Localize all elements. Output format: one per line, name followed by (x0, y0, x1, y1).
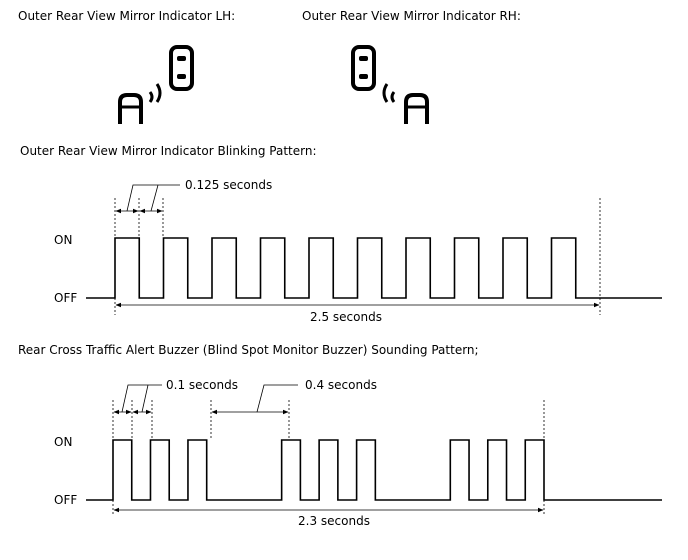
buzzer-waveform (86, 439, 662, 501)
rh-vehicle-icon (351, 45, 376, 91)
blink-pattern-title: Outer Rear View Mirror Indicator Blinkin… (20, 144, 317, 158)
blink-off-label: OFF (54, 291, 77, 305)
lh-mirror-indicator-icon (118, 45, 194, 124)
blink-waveform (86, 237, 662, 299)
buzzer-pattern-title: Rear Cross Traffic Alert Buzzer (Blind S… (18, 343, 479, 357)
buzzer-pulse-leader (121, 384, 162, 413)
rh-signal-waves-icon (382, 83, 396, 103)
buzzer-pulse-duration-label: 0.1 seconds (166, 378, 238, 392)
blink-pulse-duration-label: 0.125 seconds (185, 178, 272, 192)
blink-timing-chart: ON OFF 0.125 seconds 2.5 seconds (54, 178, 662, 324)
rh-small-car-icon (404, 93, 429, 124)
rh-indicator-label: Outer Rear View Mirror Indicator RH: (302, 9, 521, 23)
buzzer-total-duration-label: 2.3 seconds (298, 514, 370, 528)
rh-mirror-indicator-icon (351, 45, 429, 124)
blink-on-label: ON (54, 233, 72, 247)
buzzer-off-label: OFF (54, 493, 77, 507)
lh-signal-waves-icon (148, 83, 162, 103)
buzzer-gap-leader (256, 384, 298, 413)
buzzer-timing-chart: ON OFF 0.1 seconds 0.4 seconds 2.3 secon… (54, 378, 662, 528)
lh-small-car-icon (118, 93, 143, 124)
buzzer-pulse-leader-2 (141, 384, 149, 413)
lh-indicator-label: Outer Rear View Mirror Indicator LH: (18, 9, 235, 23)
blink-pulse-leader-2 (150, 184, 159, 212)
blink-pulse-leader (126, 184, 180, 212)
buzzer-on-label: ON (54, 435, 72, 449)
blink-total-duration-label: 2.5 seconds (310, 310, 382, 324)
lh-vehicle-icon (169, 45, 194, 91)
buzzer-gap-duration-label: 0.4 seconds (305, 378, 377, 392)
